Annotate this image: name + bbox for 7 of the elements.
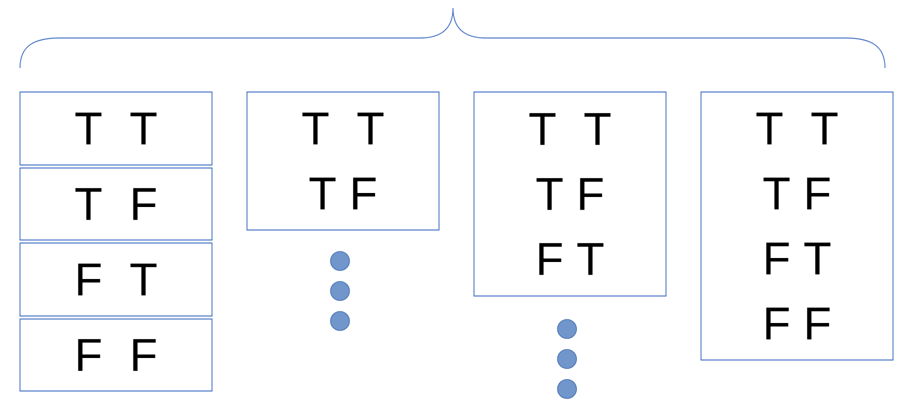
truth-table-box: T F <box>20 168 212 240</box>
truth-table-box: T T <box>20 92 212 166</box>
truth-table-box: T T T F F T F F <box>700 92 894 360</box>
truth-table-box: F T <box>20 242 212 316</box>
truth-table-box: T T T F F T <box>474 92 666 296</box>
truth-table-box: F F <box>20 318 212 392</box>
truth-table-box: T T T F <box>246 92 440 230</box>
